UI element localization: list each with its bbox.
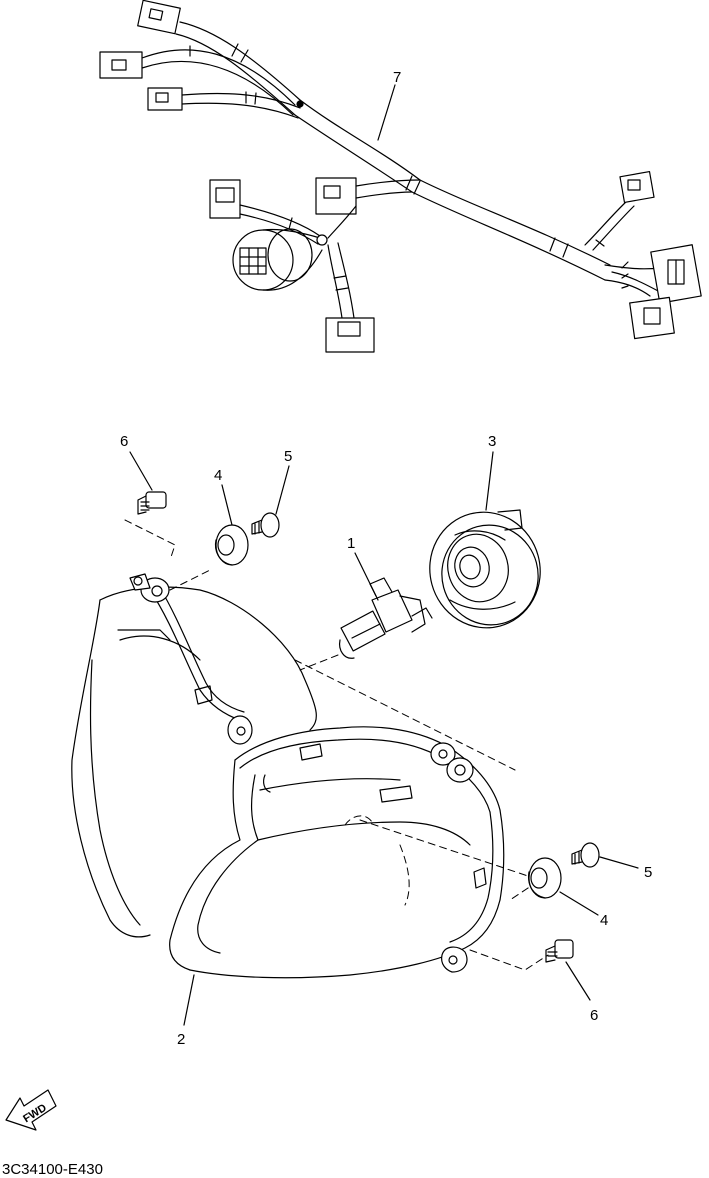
callout-label: 3: [488, 433, 496, 450]
upper-bolt: [137, 491, 167, 515]
upper-screw: [251, 512, 280, 538]
callout-label: 1: [347, 535, 355, 552]
callout-2: 2: [177, 974, 195, 1048]
callout-label: 6: [120, 433, 128, 450]
figure-code: 3C34100-E430: [2, 1161, 103, 1178]
lower-screw: [571, 842, 600, 868]
callout-6-lower: 6: [565, 961, 598, 1024]
fwd-direction-arrow: FWD: [5, 1089, 57, 1131]
socket-cover: [429, 509, 541, 629]
callout-4-lower: 4: [559, 891, 608, 929]
callout-4-upper: 4: [214, 467, 233, 526]
headlight-assembly: [71, 573, 505, 979]
wire-harness: [99, 0, 702, 353]
callout-label: 7: [393, 69, 401, 86]
callout-label: 5: [644, 864, 652, 881]
callout-5-upper: 5: [275, 448, 292, 515]
callout-3: 3: [485, 433, 496, 511]
callout-1: 1: [347, 535, 379, 601]
callout-6-upper: 6: [120, 433, 153, 491]
callout-label: 5: [284, 448, 292, 465]
callout-label: 4: [214, 467, 222, 484]
callout-label: 2: [177, 1031, 185, 1048]
callout-7: 7: [377, 69, 401, 141]
assembly-guide-lines: [124, 519, 549, 971]
lower-bolt: [545, 939, 574, 963]
headlight-bulb: [339, 577, 433, 659]
lower-grommet: [527, 857, 562, 899]
callout-label: 4: [600, 912, 608, 929]
callout-label: 6: [590, 1007, 598, 1024]
callout-5-lower: 5: [599, 856, 652, 881]
upper-grommet: [214, 524, 249, 566]
